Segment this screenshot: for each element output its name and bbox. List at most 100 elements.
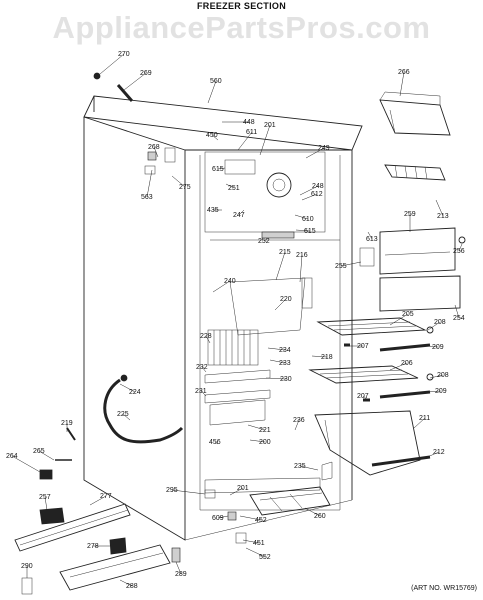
callout-leader-line (207, 80, 217, 104)
part-number-label: 216 (296, 252, 308, 259)
part-number-label: 295 (166, 487, 178, 494)
part-number-label: 252 (258, 238, 270, 245)
part-number-label: 435 (207, 207, 219, 214)
part-number-label: 211 (419, 415, 430, 422)
callout-leader-line (340, 261, 362, 267)
callout-leader-line (367, 231, 373, 240)
callout-leader-line (38, 450, 55, 461)
callout-leader-line (214, 441, 219, 445)
callout-leader-line (399, 71, 405, 97)
part-number-label: 255 (335, 263, 347, 270)
part-number-label: 609 (212, 515, 224, 522)
part-number-label: 277 (100, 493, 112, 500)
part-number-label: 249 (318, 145, 330, 152)
callout-leader-line (299, 254, 303, 283)
callout-leader-line (454, 304, 460, 319)
part-number-label: 201 (237, 485, 249, 492)
part-number-label: 228 (200, 333, 212, 340)
part-number-label: 563 (141, 194, 153, 201)
callout-leader-line (295, 229, 311, 232)
part-number-label: 233 (279, 360, 291, 367)
part-number-label: 240 (224, 278, 236, 285)
callout-leader-line (237, 131, 253, 151)
callout-leader-line (225, 183, 235, 189)
part-number-label: 257 (39, 494, 51, 501)
part-number-label: 236 (293, 417, 305, 424)
callout-leader-line (389, 313, 409, 326)
callout-leader-line (99, 53, 125, 75)
part-number-label: 208 (434, 319, 446, 326)
part-number-label: 266 (398, 69, 410, 76)
ice-bin-parts (379, 91, 451, 181)
cabinet-drawing (83, 95, 363, 541)
callout-leader-line (146, 169, 153, 198)
callout-leader-line (429, 374, 444, 379)
part-number-label: 209 (435, 388, 447, 395)
part-number-label: 612 (311, 191, 323, 198)
part-number-label: 248 (312, 183, 324, 190)
part-number-label: 230 (280, 376, 292, 383)
callout-leader-line (44, 496, 48, 511)
left-side-parts (14, 374, 184, 595)
part-number-label: 456 (209, 439, 221, 446)
part-number-label: 288 (126, 583, 138, 590)
callout-leader-line (217, 515, 229, 519)
part-number-label: 289 (175, 571, 187, 578)
part-number-label: 251 (228, 185, 240, 192)
part-number-label: 221 (259, 427, 271, 434)
callout-leader-line (119, 383, 136, 393)
callout-leader-line (259, 124, 271, 156)
part-number-label: 615 (212, 166, 224, 173)
callout-leader-line (427, 321, 441, 331)
callout-leader-line (294, 419, 300, 431)
callout-leader-line (424, 451, 440, 459)
part-number-label: 218 (321, 354, 333, 361)
part-number-label: 450 (206, 132, 218, 139)
callout-leader-line (299, 185, 319, 196)
part-number-label: 220 (280, 296, 292, 303)
callout-leader-line (305, 147, 325, 159)
part-number-label: 206 (401, 360, 413, 367)
part-number-label: 275 (179, 184, 191, 191)
callout-leader-line (201, 366, 207, 373)
part-number-label: 259 (404, 211, 416, 218)
callout-leader-line (275, 251, 286, 281)
callout-leader-line (238, 209, 245, 216)
part-number-label: 224 (129, 389, 141, 396)
part-number-label: 613 (366, 236, 378, 243)
watermark-text: AppliancePartsPros.com (52, 10, 431, 45)
part-number-label: 290 (21, 563, 33, 570)
callout-leader-line (89, 495, 107, 506)
part-number-label: 215 (279, 249, 291, 256)
right-side-parts (308, 227, 466, 476)
callout-leader-line (247, 424, 266, 431)
part-number-label: 268 (148, 144, 160, 151)
callout-leader-line (153, 146, 159, 158)
callout-leader-line (119, 579, 133, 587)
callout-leader-line (311, 355, 328, 358)
callout-leader-line (239, 515, 262, 521)
part-number-label: 232 (196, 364, 208, 371)
part-number-label: 611 (246, 129, 257, 136)
part-number-label: 205 (402, 311, 414, 318)
part-number-label: 264 (6, 453, 18, 460)
callout-leader-line (123, 72, 147, 91)
part-number-label: 207 (357, 393, 369, 400)
callout-leader-line (435, 199, 444, 217)
part-number-label: 452 (255, 517, 267, 524)
part-number-label: 552 (259, 554, 271, 561)
part-number-label: 212 (433, 449, 445, 456)
callout-leader-line (269, 359, 286, 364)
callout-leader-line (362, 395, 369, 401)
part-number-label: 451 (253, 540, 265, 547)
part-number-label: 260 (314, 513, 326, 520)
part-number-label: 225 (117, 411, 129, 418)
part-number-label: 265 (33, 448, 45, 455)
callout-leader-line (425, 345, 439, 348)
callout-leader-line (245, 547, 266, 558)
callout-leader-line (11, 455, 41, 473)
part-number-label: 200 (259, 439, 271, 446)
bottom-parts (204, 461, 333, 544)
